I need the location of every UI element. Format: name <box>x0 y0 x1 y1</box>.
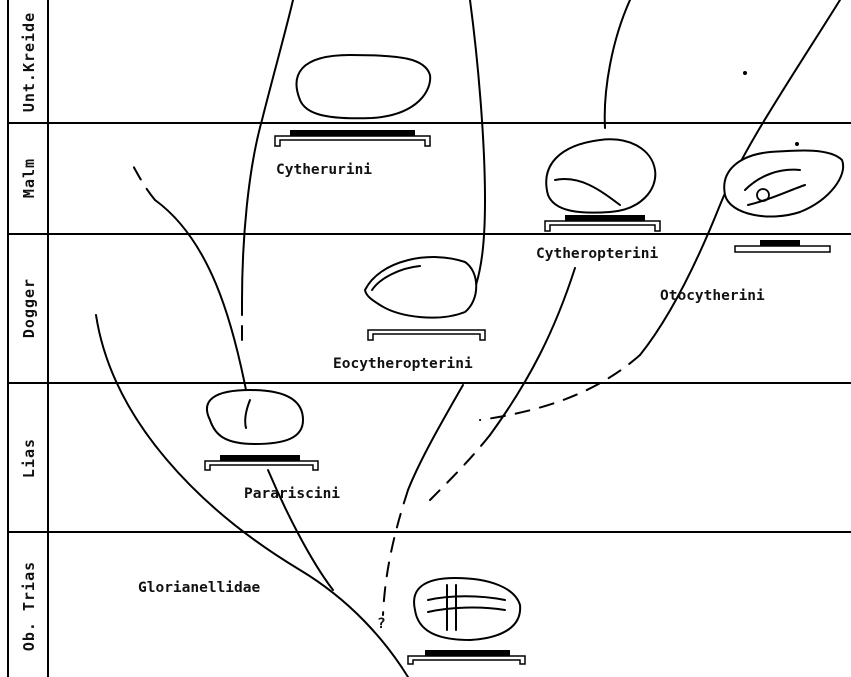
lineage-parariscini-dashed <box>130 160 155 200</box>
stratigraphy-label-malm: Malm <box>20 158 38 198</box>
carapace-outline <box>297 55 431 118</box>
label-cytheropterini: Cytheropterini <box>536 246 658 262</box>
specimen-cytherurini <box>275 55 430 146</box>
uncertainty-mark: ? <box>377 616 386 632</box>
label-otocytherini: Otocytherini <box>660 288 765 304</box>
hinge-bar <box>290 130 415 136</box>
lineage-cytheropterini-dashed <box>430 435 490 500</box>
stratigraphy-label-unt-kreide: Unt.Kreide <box>20 12 38 112</box>
stratigraphy-label-dogger: Dogger <box>20 278 38 338</box>
lineage-otocytherini-dashed <box>480 355 640 420</box>
stratigraphic-grid <box>8 0 851 677</box>
lineage-eocytheropterini-dashed <box>383 490 408 615</box>
hinge-base <box>545 221 660 231</box>
specimen-glorianellidae <box>408 578 525 664</box>
lineage-lines <box>96 0 840 677</box>
lineage-cytheropterini-upper <box>605 0 630 128</box>
specimen-otocytherini <box>724 150 843 252</box>
hinge-base <box>275 136 430 146</box>
lineage-cytherurini-right <box>470 0 485 285</box>
specimen-eocytheropterini <box>365 257 485 340</box>
label-parariscini: Parariscini <box>244 486 340 502</box>
hinge-bar <box>220 455 300 461</box>
stratigraphy-labels: Unt.Kreide Malm Dogger Lias Ob. Trias <box>20 12 38 651</box>
carapace-outline <box>546 139 655 212</box>
label-cytherurini: Cytherurini <box>276 162 372 178</box>
lineage-cytherurini-left <box>242 0 293 302</box>
hinge-base <box>205 461 318 470</box>
hinge-base <box>368 330 485 340</box>
hinge-bar <box>425 650 510 656</box>
hinge-bar <box>565 215 645 221</box>
carapace-outline <box>724 150 843 216</box>
hinge-base <box>408 656 525 664</box>
hinge-bar <box>760 240 800 246</box>
label-eocytheropterini: Eocytheropterini <box>333 356 473 372</box>
carapace-outline <box>207 390 303 444</box>
hinge-base <box>735 246 830 252</box>
specimen-parariscini <box>205 390 318 470</box>
lineage-parariscini-upper <box>155 200 246 390</box>
lineage-cytheropterini-lower <box>490 268 575 435</box>
stratigraphy-label-lias: Lias <box>20 438 38 478</box>
label-glorianellidae: Glorianellidae <box>138 580 260 596</box>
specimen-cytheropterini <box>545 139 660 231</box>
stratigraphy-label-ob-trias: Ob. Trias <box>20 561 38 651</box>
